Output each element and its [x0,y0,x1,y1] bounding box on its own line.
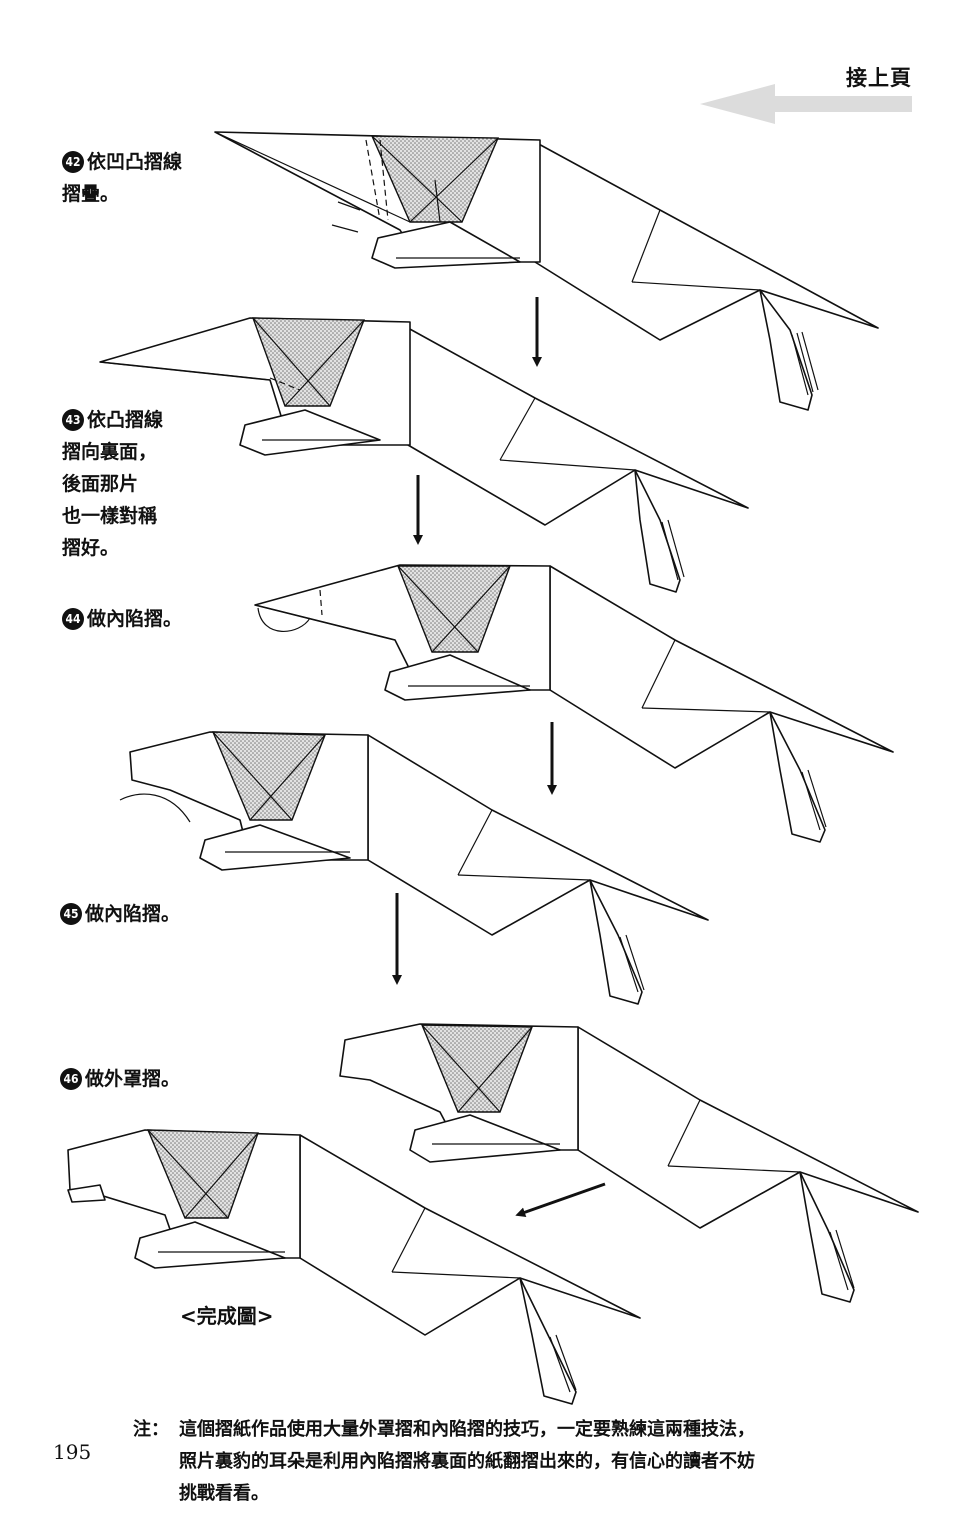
step-46-text: 做外罩摺。 [85,1068,181,1090]
flow-arrow-5-icon [515,1182,606,1218]
completed-model-diagram [67,1129,641,1405]
step-43-number: 43 [62,409,84,431]
footnote-prefix: 注： [133,1419,169,1440]
step-45-text: 做內陷摺。 [85,903,181,925]
step-45-model-diagram [119,731,709,1005]
step-43-text: 依凸摺線 摺向裏面， 後面那片 也一樣對稱 摺好。 [62,409,164,559]
page-number: 195 [53,1440,92,1464]
continued-from-previous-page-label: 接上頁 [846,66,912,90]
step-43-model-diagram [99,317,749,593]
step-42-number: 42 [62,151,84,173]
step-44-text: 做內陷摺。 [87,608,183,630]
step-46-model-diagram [339,1023,919,1303]
step-44-number: 44 [62,608,84,630]
continued-arrow-icon [700,84,912,124]
step-44-model-diagram [254,564,894,843]
step-46-number: 46 [60,1068,82,1090]
completed-figure-caption: <完成圖> [180,1304,274,1328]
footnote-text: 這個摺紙作品使用大量外罩摺和內陷摺的技巧，一定要熟練這兩種技法， 照片裏豹的耳朵… [179,1419,755,1504]
step-42-text: 依凹凸摺線 摺疊。 [62,151,183,205]
step-45-number: 45 [60,903,82,925]
footnote: 注： 這個摺紙作品使用大量外罩摺和內陷摺的技巧，一定要熟練這兩種技法， 照片裏豹… [133,1414,943,1510]
step-42-model-diagram [214,131,879,411]
